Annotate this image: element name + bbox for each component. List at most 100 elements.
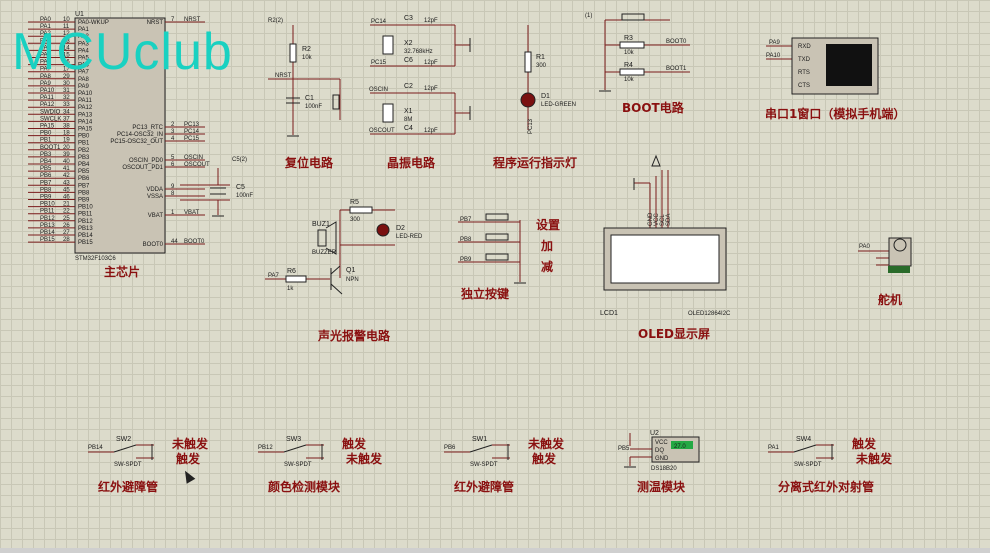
mcu-net-label: PB5 xyxy=(40,166,52,172)
switch-state-a: 触发 xyxy=(852,436,877,451)
r4-resistor[interactable] xyxy=(619,68,645,76)
reset-circuit[interactable]: R2(2) R2 10k NRST C1 100nF 复位电路 xyxy=(268,18,341,170)
r5-resistor[interactable] xyxy=(349,206,373,214)
servo-motor[interactable] xyxy=(888,237,912,267)
mcu-net-label: OSCOUT xyxy=(184,162,210,168)
r5-value: 300 xyxy=(350,217,361,223)
mcu-pin-name: VSSA xyxy=(147,194,163,200)
key-net: PB9 xyxy=(460,257,472,263)
oscin-net: OSCIN xyxy=(369,87,388,93)
mcu-pin-name: PB15 xyxy=(78,240,93,246)
uart-pa10: PA10 xyxy=(766,53,781,59)
push-button[interactable] xyxy=(485,253,509,261)
mcu-net-label: SWCLK xyxy=(40,116,61,122)
switch-lever[interactable] xyxy=(469,444,493,453)
switch-lever[interactable] xyxy=(793,444,817,453)
led-net: PC13 xyxy=(528,118,534,134)
r4-value: 10k xyxy=(624,77,635,83)
servo-net: PA0 xyxy=(859,244,871,250)
oscout-net: OSCOUT xyxy=(369,128,395,134)
mcu-net-label: OSCIN xyxy=(184,155,203,161)
mcu-pin-number: 18 xyxy=(63,131,70,137)
r5-ref: R5 xyxy=(350,199,359,206)
ds18b20-block[interactable]: U2 PB5 VCC DQ GND 27.0 DS18B20 测温模块 xyxy=(618,430,700,494)
module-title: 分离式红外对射管 xyxy=(778,479,874,494)
push-button[interactable] xyxy=(485,233,509,241)
mcu-net-label: PB13 xyxy=(40,223,55,229)
x2-crystal[interactable] xyxy=(382,35,394,55)
oled-screen xyxy=(610,234,720,284)
mcu-net-label: PA5 xyxy=(40,53,52,59)
mcu-pin-number: 16 xyxy=(63,60,70,66)
module-title: 颜色检测模块 xyxy=(268,479,341,494)
mcu-pin-name: PA0-WKUP xyxy=(78,20,109,26)
oled-pin: GND xyxy=(648,212,654,226)
x1-crystal[interactable] xyxy=(382,103,394,123)
boot-switch[interactable] xyxy=(621,13,645,21)
r3-resistor[interactable] xyxy=(619,41,645,49)
boot-circuit[interactable]: (1) R3 10k R4 10k BOOT0 BOOT1 BOOT电路 xyxy=(585,13,690,115)
r1-resistor[interactable] xyxy=(524,51,532,73)
mcu-pin-number: 22 xyxy=(63,209,70,215)
mcu-pin-name: VDDA xyxy=(146,187,163,193)
mcu-net-label: PA0 xyxy=(40,17,52,23)
r1-ref: R1 xyxy=(536,54,545,61)
mcu-pin-name: PB6 xyxy=(78,176,90,182)
uart-terminal[interactable]: PA9 PA10 RXD TXD RTS CTS 串口1窗口（模拟手机端） xyxy=(765,37,905,121)
switch-state-b: 触发 xyxy=(532,451,557,466)
mcu-pin-name: PA2 xyxy=(78,34,90,40)
r2-resistor[interactable] xyxy=(289,43,297,63)
boot-probe: (1) xyxy=(585,13,592,19)
alarm-circuit[interactable]: BUZ1 BUZZER R5 300 D2 LED-RED PA7 R6 1k … xyxy=(265,199,423,343)
crystal-circuit[interactable]: PC14 PC15 C3 12pF X2 32.768kHz C6 12pF O… xyxy=(369,15,471,170)
mcu-pin-number: 27 xyxy=(63,230,70,236)
led-circuit[interactable]: R1 300 D1 LED-GREEN PC13 程序运行指示灯 xyxy=(493,25,577,170)
push-button[interactable] xyxy=(485,213,509,221)
switch-lever[interactable] xyxy=(113,444,137,453)
crystal-title: 晶振电路 xyxy=(387,155,436,170)
r3-ref: R3 xyxy=(624,35,633,42)
r6-resistor[interactable] xyxy=(285,275,307,283)
oled-title: OLED显示屏 xyxy=(638,327,710,341)
cts-pin: CTS xyxy=(798,83,810,89)
txd-pin: TXD xyxy=(798,57,811,63)
mcu-net-label: PA1 xyxy=(40,24,52,30)
servo-block[interactable]: PA0 舵机 xyxy=(858,237,912,307)
c5-probe: C5(2) xyxy=(232,157,247,163)
mcu-body[interactable] xyxy=(74,17,166,254)
mcu-pin-number: 39 xyxy=(63,152,70,158)
switch-net: PA1 xyxy=(768,445,780,451)
mcu-pin-name: PA15 xyxy=(78,127,93,133)
buzzer-value: BUZZER xyxy=(312,250,337,256)
buzzer[interactable] xyxy=(317,229,327,247)
r2-value: 10k xyxy=(302,55,313,61)
switch-lever[interactable] xyxy=(283,444,307,453)
d1-led-green[interactable] xyxy=(520,92,536,108)
reset-button[interactable] xyxy=(332,94,340,110)
mcu-net-label: PB10 xyxy=(40,202,55,208)
buz1-ref: BUZ1 xyxy=(312,221,330,228)
mcu-net-label: PA10 xyxy=(40,88,55,94)
mcu-pin-number: 46 xyxy=(63,195,70,201)
switch-net: PB12 xyxy=(258,445,273,451)
mcu-pin-name: OSCIN_PD0 xyxy=(129,158,164,164)
d2-led-red[interactable] xyxy=(376,223,390,237)
horizontal-scrollbar[interactable] xyxy=(0,548,990,553)
ds18b20-gnd: GND xyxy=(655,456,669,462)
terminal-screen xyxy=(826,44,872,86)
switch-type: SW-SPDT xyxy=(794,462,822,468)
ds18b20-part: DS18B20 xyxy=(651,466,677,472)
mcu-net-label: PA9 xyxy=(40,81,52,87)
mcu-pin-name: NRST xyxy=(147,20,164,26)
mcu-net-label: BOOT1 xyxy=(40,145,61,151)
switch-net: PB14 xyxy=(88,445,103,451)
